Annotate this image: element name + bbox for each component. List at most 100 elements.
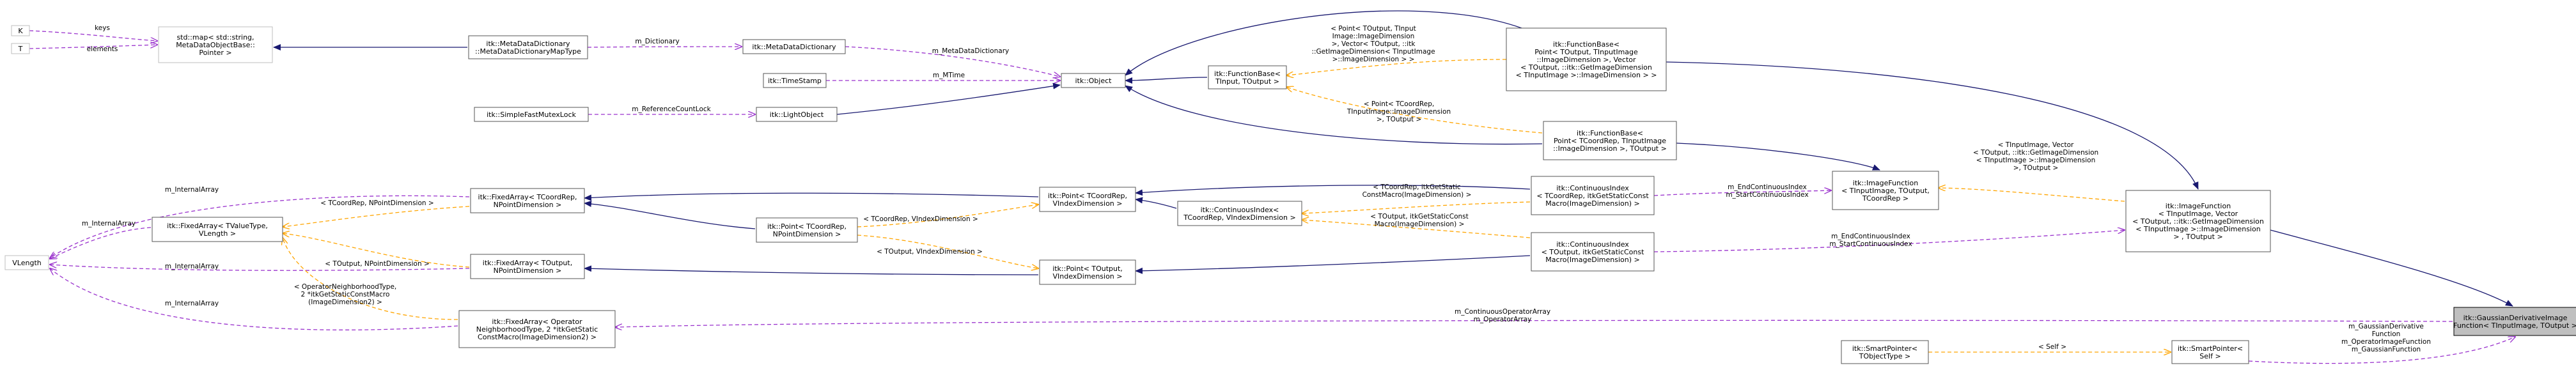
class-node-spgeneric[interactable]: itk::SmartPointer<TObjectType > <box>1841 340 1929 364</box>
node-label: T <box>18 45 23 53</box>
edge-sfml-to-light-object: m_ReferenceCountLock <box>588 105 755 114</box>
edge-line <box>1676 143 1880 171</box>
edge-label-line: < TOutput, itkGetStaticConst <box>1370 213 1469 220</box>
node-box <box>152 217 283 242</box>
class-node-fbpoint-coord[interactable]: itk::FunctionBase<Point< TCoordRep, TInp… <box>1543 121 1677 160</box>
edge-label-line: 2 *itkGetStaticConstMacro <box>301 291 390 298</box>
node-label-line: NPointDimension > <box>494 266 562 275</box>
node-label: itk::ImageFunction< TInputImage, TOutput… <box>1841 179 1930 203</box>
edge-fageneric-to-point-coord <box>584 192 1039 201</box>
node-label-line: itk::FunctionBase< <box>1553 40 1620 49</box>
node-label-line: TObjectType > <box>1859 352 1911 360</box>
class-node-favalue[interactable]: itk::FixedArray< TValueType,VLength > <box>152 217 283 242</box>
class-node-ifvector[interactable]: itk::ImageFunction< TInputImage, Vector<… <box>2125 190 2271 252</box>
class-node-cigeneric[interactable]: itk::ContinuousIndex<TCoordRep, VIndexDi… <box>1177 201 1302 226</box>
edge-label-line: m_InternalArray <box>82 220 136 227</box>
node-label-line: itk::ImageFunction <box>2166 202 2231 210</box>
edge-vlength-to-faoperator: m_InternalArray <box>50 268 458 330</box>
edge-k-to-std-map: keys <box>29 24 157 41</box>
node-box <box>468 35 588 59</box>
edge-label: m_InternalArray <box>82 220 136 227</box>
edge-line <box>857 204 1038 227</box>
edge-label: keys <box>95 24 110 32</box>
class-node-point-output[interactable]: itk::Point< TOutput,VIndexDimension > <box>1039 259 1136 285</box>
edge-object-to-fbtt <box>1125 77 1208 84</box>
node-label-line: itk::ContinuousIndex< <box>1201 206 1279 214</box>
node-label-line: itk::Point< TCoordRep, <box>1048 192 1127 200</box>
edge-line <box>1125 85 1543 145</box>
node-label-line: itk::Object <box>1075 77 1112 85</box>
edge-line <box>1125 10 1522 76</box>
node-label-line: ::ImageDimension >, Vector <box>1536 56 1636 64</box>
class-node-time-stamp[interactable]: itk::TimeStamp <box>763 73 827 88</box>
edge-label-line: >, TOutput > <box>2013 164 2059 172</box>
node-box <box>756 217 858 243</box>
class-node-light-object[interactable]: itk::LightObject <box>756 107 838 122</box>
node-label-line: NPointDimension > <box>494 201 562 209</box>
class-node-spself[interactable]: itk::SmartPointer<Self > <box>2171 340 2249 364</box>
edge-fbpoint-coord-to-ifgeneric <box>1676 143 1880 171</box>
class-node-ifgeneric[interactable]: itk::ImageFunction< TInputImage, TOutput… <box>1832 171 1939 210</box>
node-label-line: itk::FunctionBase< <box>1214 70 1281 78</box>
edge-label-line: < Point< TOutput, TInput <box>1331 25 1416 33</box>
edge-line <box>283 233 470 268</box>
node-label: std::map< std::string,MetaDataObjectBase… <box>176 33 255 57</box>
node-box <box>763 73 827 88</box>
node-label-line: itk::MetaDataDictionary <box>752 43 836 51</box>
edge-label-line: < Point< TCoordRep, <box>1364 100 1434 108</box>
node-label-line: < TInputImage, Vector <box>2158 210 2238 218</box>
class-node-cioutput[interactable]: itk::ContinuousIndex< TOutput, itkGetSta… <box>1531 232 1655 272</box>
node-box <box>1208 65 1287 89</box>
edge-label-line: m_InternalArray <box>165 263 219 270</box>
class-node-sfml[interactable]: itk::SimpleFastMutexLock <box>474 107 589 122</box>
class-node-fbpoint[interactable]: itk::FunctionBase<Point< TOutput, TInput… <box>1506 27 1667 91</box>
edge-label-line: m_EndContinuousIndex <box>1728 183 1807 191</box>
class-node-point-generic[interactable]: itk::Point< TCoordRep,NPointDimension > <box>756 217 858 243</box>
edge-label: m_MTime <box>933 72 965 79</box>
class-node-vlength: VLength <box>4 255 49 270</box>
class-node-mddmap[interactable]: itk::MetaDataDictionary::MetaDataDiction… <box>468 35 588 59</box>
edge-vlength-to-fageneric: m_InternalArray <box>50 186 470 258</box>
class-node-point-coord[interactable]: itk::Point< TCoordRep,VIndexDimension > <box>1039 187 1136 212</box>
node-label: itk::LightObject <box>770 111 824 119</box>
class-node-fageneric[interactable]: itk::FixedArray< TCoordRep,NPointDimensi… <box>470 188 585 213</box>
edge-line <box>584 265 1039 275</box>
node-label-line: itk::GaussianDerivativeImage <box>2463 314 2568 322</box>
edge-point-output-to-cioutput <box>1135 255 1531 274</box>
node-label: itk::Object <box>1075 77 1112 85</box>
class-node-object[interactable]: itk::Object <box>1061 73 1126 88</box>
class-node-fbtt[interactable]: itk::FunctionBase<TInput, TOutput > <box>1208 65 1287 89</box>
node-label: itk::ImageFunction< TInputImage, Vector<… <box>2132 202 2264 241</box>
node-box <box>742 39 846 54</box>
edge-label: < Self > <box>2038 343 2066 351</box>
class-node-mdd[interactable]: itk::MetaDataDictionary <box>742 39 846 54</box>
node-box <box>2453 307 2576 336</box>
class-node-cicoord[interactable]: itk::ContinuousIndex< TCoordRep, itkGetS… <box>1531 176 1655 215</box>
class-node-faoutput[interactable]: itk::FixedArray< TOutput,NPointDimension… <box>470 254 585 279</box>
edge-line <box>1666 61 2199 190</box>
edge-line <box>584 192 1039 201</box>
edge-spgeneric-to-spself: < Self > <box>1928 343 2171 352</box>
node-label: itk::SimpleFastMutexLock <box>487 111 576 119</box>
edge-label-line: m_EndContinuousIndex <box>1831 233 1910 240</box>
node-box <box>474 107 589 122</box>
node-label-line: itk::ImageFunction <box>1853 179 1918 187</box>
class-node-std-map: std::map< std::string,MetaDataObjectBase… <box>158 26 273 63</box>
edge-label: m_Dictionary <box>635 38 679 45</box>
edge-label-line: m_GaussianDerivative <box>2348 323 2424 330</box>
node-label-line: VLength <box>12 259 41 267</box>
node-label: K <box>18 27 23 35</box>
edge-label: < TOutput, VIndexDimension > <box>877 248 983 256</box>
node-box <box>458 310 616 348</box>
edge-line <box>1286 87 1543 134</box>
edge-label-line: m_MTime <box>933 72 965 79</box>
